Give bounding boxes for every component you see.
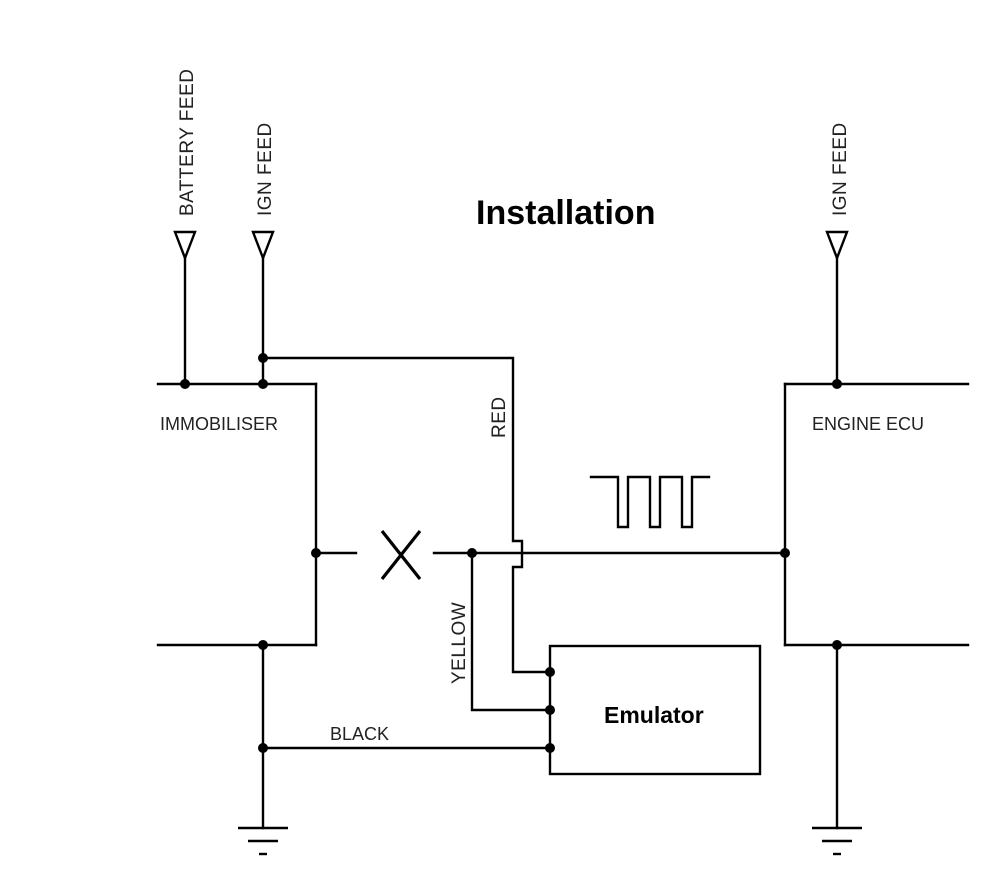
ign-feed-left-label: IGN FEED <box>255 122 276 216</box>
junction-dot <box>311 548 321 558</box>
junction-dot <box>258 353 268 363</box>
engine-ecu-label: ENGINE ECU <box>812 414 924 434</box>
battery-feed-terminal: BATTERY FEED <box>173 69 198 386</box>
junction-dot <box>258 379 268 389</box>
red-wire-label: RED <box>489 396 510 438</box>
yellow-wire: YELLOW <box>449 551 552 712</box>
immobiliser-label: IMMOBILISER <box>160 414 278 434</box>
ign-feed-left-arrow-icon <box>251 230 275 262</box>
junction-dots <box>180 353 842 753</box>
junction-dot <box>258 743 268 753</box>
emulator-pin-black <box>545 743 555 753</box>
red-wire: RED <box>261 356 552 674</box>
emulator-label: Emulator <box>604 702 704 728</box>
data-line <box>314 475 787 580</box>
ign-feed-right-terminal: IGN FEED <box>825 122 851 386</box>
emulator-pin-yellow <box>545 705 555 715</box>
emulator-box: Emulator <box>548 644 762 776</box>
square-wave-signal-icon <box>589 475 711 529</box>
ign-feed-left-terminal: IGN FEED <box>251 122 276 386</box>
immobiliser-block: IMMOBILISER <box>156 382 318 647</box>
junction-dot <box>258 640 268 650</box>
emulator-pin-red <box>545 667 555 677</box>
battery-feed-label: BATTERY FEED <box>177 69 198 216</box>
diagram-title: Installation <box>476 194 655 232</box>
junction-dot <box>832 379 842 389</box>
engine-ecu-block: ENGINE ECU <box>783 382 970 647</box>
right-ground-symbol-icon <box>812 826 862 856</box>
ign-feed-right-arrow-icon <box>825 230 849 262</box>
left-ground-symbol-icon <box>238 826 288 856</box>
battery-feed-arrow-icon <box>173 230 197 262</box>
junction-dot <box>832 640 842 650</box>
junction-dot <box>780 548 790 558</box>
yellow-wire-path <box>470 551 552 712</box>
black-wire-label: BLACK <box>330 724 389 744</box>
black-wire: BLACK <box>261 643 552 830</box>
yellow-wire-label: YELLOW <box>449 602 470 684</box>
junction-dot <box>180 379 190 389</box>
ign-feed-right-label: IGN FEED <box>830 122 851 216</box>
junction-dot <box>467 548 477 558</box>
cut-wire-x-icon <box>380 530 422 580</box>
